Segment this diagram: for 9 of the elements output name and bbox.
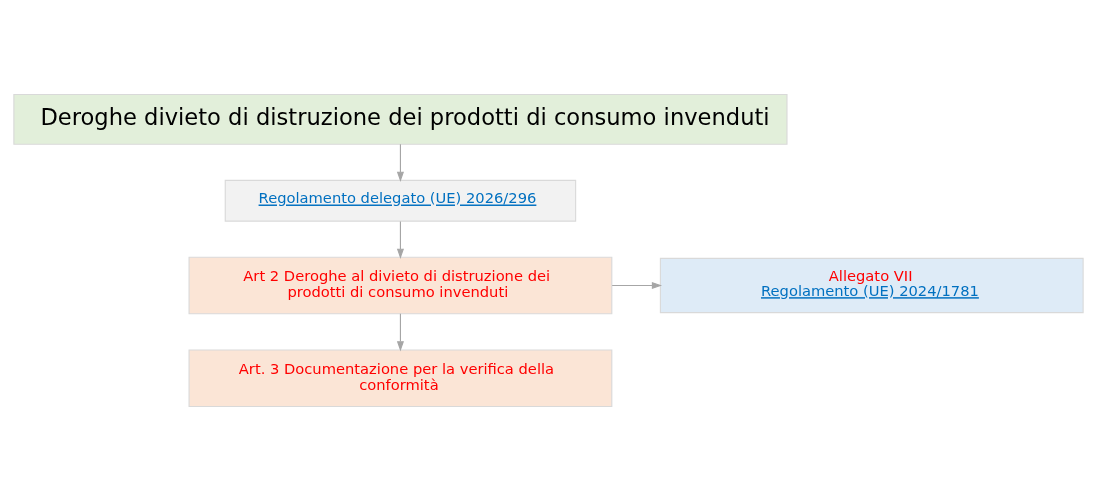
node-box: Deroghe divieto di distruzione dei prodotti di consumo invenduti <box>13 93 788 145</box>
arrow <box>396 312 404 351</box>
node-box: Art 2 Deroghe al divieto di distruzione dei prodotti di consumo invenduti <box>188 256 613 314</box>
node-box: Allegato VII Regolamento (UE) 2024/1781 <box>659 257 1084 313</box>
arrow <box>396 143 404 182</box>
node-box: Regolamento delegato (UE) 2026/296 <box>224 179 577 222</box>
arrow <box>611 281 663 289</box>
arrow <box>396 220 404 259</box>
node-box: Art. 3 Documentazione per la verifica della conformità <box>188 348 613 407</box>
